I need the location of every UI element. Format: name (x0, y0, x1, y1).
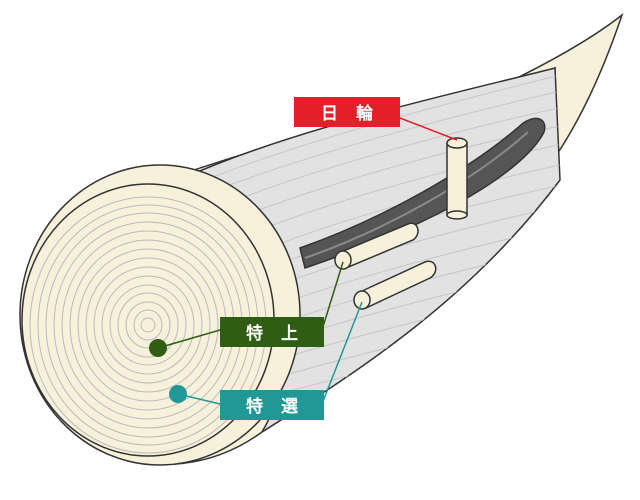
nerve-channel-highlight (304, 131, 529, 259)
dot-tokujo (149, 339, 167, 357)
label-tokusen: 特 選 (220, 390, 324, 420)
label-tokusen-text: 特 選 (246, 396, 304, 417)
leader-nichirin (399, 117, 458, 141)
label-nichirin: 日 輪 (294, 97, 400, 127)
cylinder-nichirin (446, 137, 468, 220)
tusk-end-face (21, 183, 275, 457)
dot-tokusen (169, 385, 187, 403)
cylinder-tokusen (353, 260, 437, 310)
label-nichirin-text: 日 輪 (321, 103, 379, 124)
label-tokujo: 特 上 (220, 317, 324, 347)
cylinder-tokujo (334, 222, 419, 270)
nerve-channel (299, 117, 546, 269)
label-tokujo-text: 特 上 (246, 323, 304, 344)
